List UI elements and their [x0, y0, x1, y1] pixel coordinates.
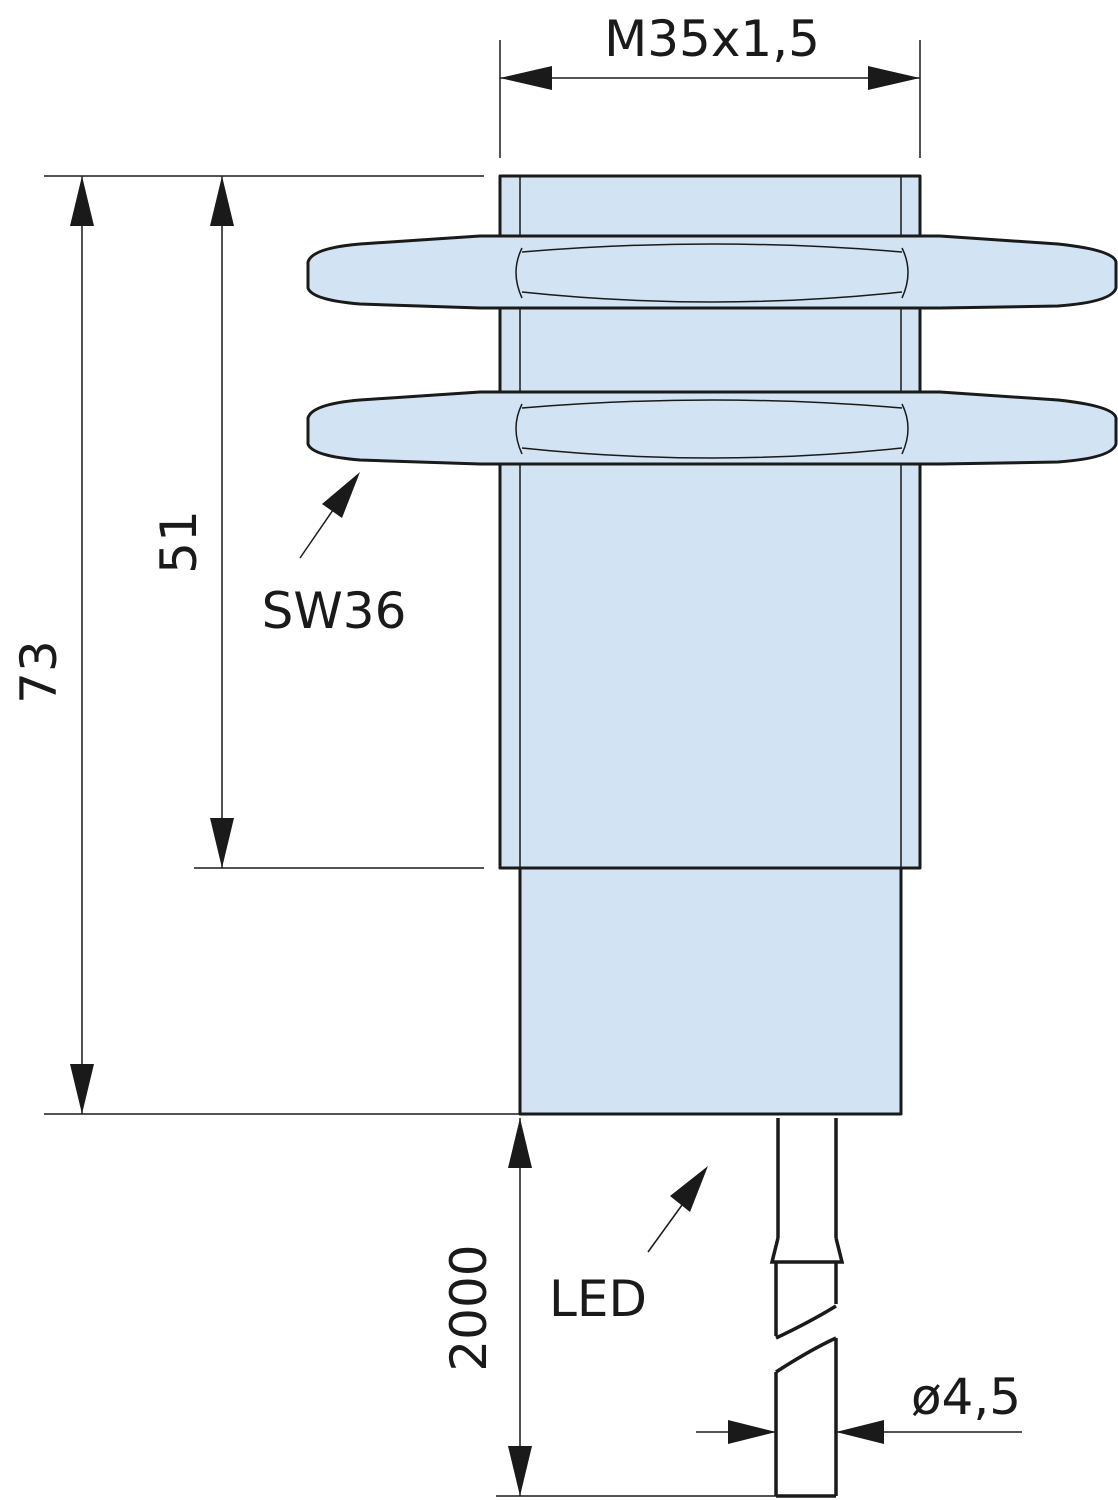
arrow-73-bottom: [70, 1064, 94, 1114]
nut-upper: [306, 234, 1118, 310]
nut-upper-outline: [306, 234, 1118, 310]
callout-led: LED: [549, 1166, 708, 1328]
cable-diameter-label: ø4,5: [911, 1368, 1021, 1426]
arrow-diameter-right: [836, 1420, 884, 1444]
sensor-housing: [498, 174, 922, 1116]
nut-lower-chamfer-bottom: [521, 447, 903, 459]
wrench-size-label: SW36: [262, 582, 407, 640]
dimension-cable-length: 2000: [440, 1118, 780, 1497]
nut-lower: [306, 390, 1118, 466]
arrow-led: [670, 1166, 708, 1212]
cable-length-label: 2000: [440, 1244, 498, 1371]
arrow-73-top: [70, 176, 94, 226]
nut-upper-chamfer-bottom: [521, 291, 903, 303]
arrow-2000-top: [508, 1118, 532, 1168]
arrow-51-top: [210, 176, 234, 226]
cable-break-lower: [775, 1336, 837, 1374]
cable-break-upper: [775, 1304, 837, 1340]
total-length-label: 73: [10, 640, 68, 704]
led-label: LED: [549, 1270, 647, 1328]
arrow-diameter-left: [728, 1420, 776, 1444]
arrow-thread-left: [500, 66, 552, 90]
nut-lower-chamfer-top: [521, 399, 903, 409]
dimension-thread-length: 51: [150, 176, 484, 869]
dimension-cable-diameter: ø4,5: [696, 1368, 1022, 1444]
dimension-thread: M35x1,5: [499, 10, 921, 158]
nut-upper-chamfer-top: [521, 243, 903, 253]
arrow-sw36: [322, 472, 360, 518]
arrow-thread-right: [868, 66, 920, 90]
nut-lower-outline: [306, 390, 1118, 466]
dimension-total-length: 73: [10, 175, 520, 1115]
thread-length-label: 51: [150, 510, 208, 574]
thread-label: M35x1,5: [604, 10, 820, 68]
nut-upper-facet-left: [515, 247, 523, 299]
arrow-2000-bottom: [508, 1446, 532, 1496]
nut-upper-facet-right: [901, 247, 909, 299]
rear-body: [518, 866, 903, 1116]
cable: [769, 1118, 845, 1498]
cable-sleeve: [769, 1237, 845, 1264]
callout-wrench-size: SW36: [262, 472, 407, 640]
nut-lower-facet-right: [901, 403, 909, 455]
nut-lower-facet-left: [515, 403, 523, 455]
arrow-51-bottom: [210, 818, 234, 868]
